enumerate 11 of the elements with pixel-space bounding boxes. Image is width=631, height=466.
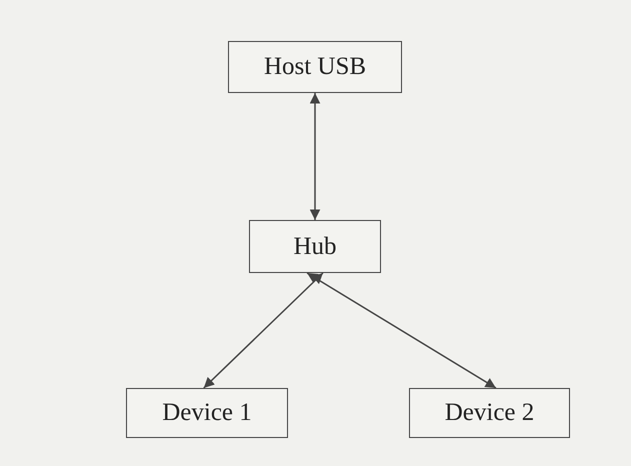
process-box [228,41,402,93]
arrow [203,272,324,389]
box-label: Device 2 [444,399,534,427]
arrow [310,93,320,220]
arrow [306,272,496,389]
process-box [409,388,570,438]
process-box [249,220,381,273]
process-box [126,388,288,438]
box-label: Hub [293,232,337,260]
box-label: Host USB [264,53,366,81]
box-label: Device 1 [162,399,252,427]
